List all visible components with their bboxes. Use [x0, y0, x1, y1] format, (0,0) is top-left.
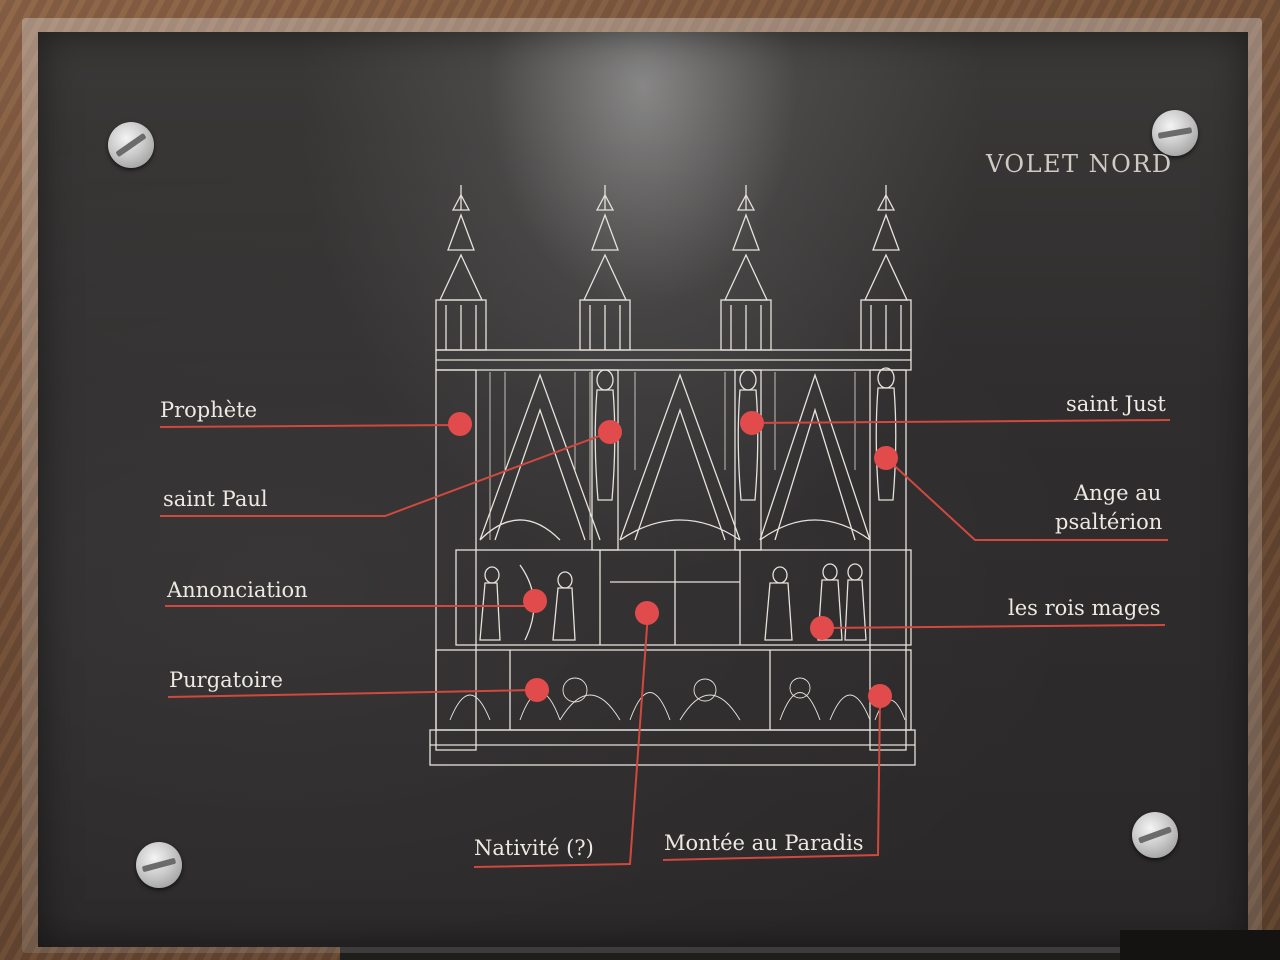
spire-3 — [720, 185, 772, 351]
marker-prophete — [448, 412, 472, 436]
label-nativite: Nativité (?) — [474, 836, 594, 860]
marker-rois-mages — [810, 616, 834, 640]
spire-1 — [435, 185, 487, 351]
marker-montee — [868, 684, 892, 708]
leader-line-ange — [885, 457, 1168, 541]
leader-lines — [159, 419, 1171, 868]
leader-line-nativite — [473, 612, 649, 868]
label-rois-mages: les rois mages — [1008, 596, 1161, 620]
screw-bottom-right — [1132, 812, 1178, 858]
spire-2 — [579, 185, 631, 351]
altarpiece-engraving — [429, 185, 916, 766]
screw-top-right — [1152, 110, 1198, 156]
label-purgatoire: Purgatoire — [169, 668, 283, 692]
label-ange-line1: Ange au — [1074, 481, 1162, 505]
leader-line-saint-paul — [160, 431, 611, 517]
leader-line-montee — [662, 695, 881, 861]
markers — [448, 411, 898, 708]
spire-4 — [860, 185, 912, 351]
leader-line-saint-just — [751, 419, 1171, 424]
label-montee: Montée au Paradis — [664, 831, 864, 855]
marker-nativite — [635, 601, 659, 625]
label-saint-paul: saint Paul — [163, 487, 268, 511]
marker-ange — [874, 446, 898, 470]
label-saint-just: saint Just — [1066, 392, 1166, 416]
stand-foot — [1120, 930, 1280, 960]
label-annonciation: Annonciation — [167, 578, 308, 602]
plaque-panel — [38, 32, 1248, 947]
label-ange-line2: psaltérion — [1055, 510, 1163, 534]
marker-saint-paul — [598, 420, 622, 444]
leader-line-prophete — [159, 424, 461, 428]
leader-line-rois-mages — [821, 624, 1166, 629]
marker-purgatoire — [525, 678, 549, 702]
screw-top-left — [108, 122, 154, 168]
screw-bottom-left — [136, 842, 182, 888]
plaque-heading: VOLET NORD — [986, 150, 1173, 178]
label-prophete: Prophète — [160, 398, 258, 422]
leader-line-purgatoire — [167, 689, 538, 698]
marker-saint-just — [740, 411, 764, 435]
marker-annonciation — [523, 589, 547, 613]
